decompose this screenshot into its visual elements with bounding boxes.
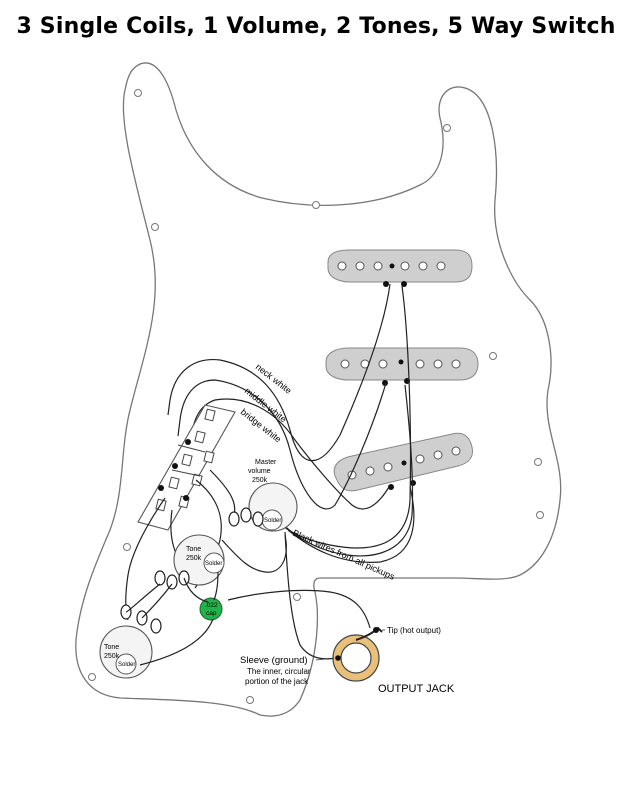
diagram-title: 3 Single Coils, 1 Volume, 2 Tones, 5 Way… (16, 14, 616, 39)
cap-label-1: .022 (205, 602, 218, 609)
sleeve-label-1: Sleeve (ground) (240, 655, 308, 666)
tone-wires (125, 531, 371, 666)
cap-label-2: cap (206, 610, 217, 617)
volume-solder-label: Solder (264, 518, 281, 524)
output-jack-label: OUTPUT JACK (378, 683, 455, 695)
label-leaders (315, 629, 385, 661)
master-volume-label-2: volume (248, 468, 271, 475)
sleeve-label-2: The inner, circular (247, 667, 311, 676)
sleeve-label-3: portion of the jack (245, 677, 309, 686)
neck-pickup (327, 249, 473, 287)
upper-tone-label-1: Tone (186, 546, 201, 553)
master-volume-label-1: Master (255, 459, 277, 466)
output-jack (332, 626, 383, 682)
upper-tone-solder-label: Solder (205, 561, 222, 567)
tip-label: Tip (hot output) (387, 626, 441, 635)
middle-pickup (325, 347, 479, 386)
lower-tone-label-1: Tone (104, 644, 119, 651)
pickup-black-wires (279, 285, 415, 563)
pickguard-outline (75, 62, 562, 717)
bridge-pickup (333, 432, 473, 492)
capacitor (199, 597, 223, 621)
master-volume-pot (228, 482, 298, 532)
lower-tone-label-2: 250k (104, 653, 120, 660)
screw-holes (88, 89, 544, 704)
lower-tone-pot (99, 604, 162, 679)
lower-tone-solder-label: Solder (118, 662, 135, 668)
five-way-switch (137, 404, 236, 531)
master-volume-label-3: 250k (252, 477, 268, 484)
upper-tone-label-2: 250k (186, 555, 202, 562)
